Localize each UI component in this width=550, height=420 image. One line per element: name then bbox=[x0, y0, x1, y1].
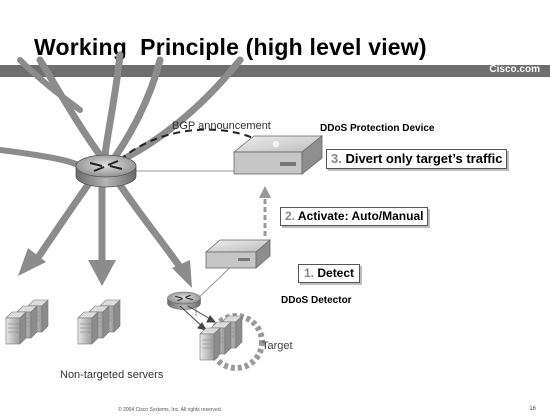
detector-icon bbox=[204, 239, 272, 269]
target-label: Target bbox=[262, 340, 293, 352]
brand-label: Cisco.com bbox=[489, 64, 540, 75]
step-text: Detect bbox=[314, 266, 355, 280]
protection-device-icon bbox=[232, 135, 324, 175]
step-3-box: 3. Divert only target’s traffic bbox=[326, 149, 508, 169]
outgoing-traffic-arrows bbox=[32, 179, 185, 272]
step-number: 1. bbox=[304, 266, 315, 280]
step-2-box: 2. Activate: Auto/Manual bbox=[280, 207, 429, 226]
activation-arrow bbox=[259, 186, 271, 236]
protection-device-label: DDoS Protection Device bbox=[320, 123, 435, 134]
detector-label: DDoS Detector bbox=[281, 295, 352, 306]
step-text: Activate: Auto/Manual bbox=[295, 209, 424, 223]
step-text: Divert only target’s traffic bbox=[341, 151, 503, 166]
router-icon bbox=[75, 154, 137, 188]
step-1-box: 1. Detect bbox=[298, 264, 361, 283]
arrowheads bbox=[18, 248, 192, 288]
copyright-footer: © 2004 Cisco Systems, Inc. All rights re… bbox=[118, 407, 223, 413]
server-cluster-icon bbox=[77, 299, 121, 345]
step-number: 3. bbox=[331, 151, 342, 166]
server-cluster-icon bbox=[5, 299, 49, 345]
bgp-announcement-label: BGP announcement bbox=[172, 120, 271, 132]
incoming-traffic-arrows bbox=[0, 51, 244, 169]
page-number: 16 bbox=[529, 406, 536, 412]
non-targeted-servers-label: Non-targeted servers bbox=[60, 369, 164, 381]
slide-title: Working Principle (high level view) bbox=[34, 34, 427, 60]
title-bar bbox=[0, 65, 550, 77]
target-link-arrows bbox=[179, 305, 217, 331]
router-icon bbox=[166, 291, 202, 311]
server-cluster-icon bbox=[199, 315, 243, 361]
step-number: 2. bbox=[285, 209, 296, 223]
